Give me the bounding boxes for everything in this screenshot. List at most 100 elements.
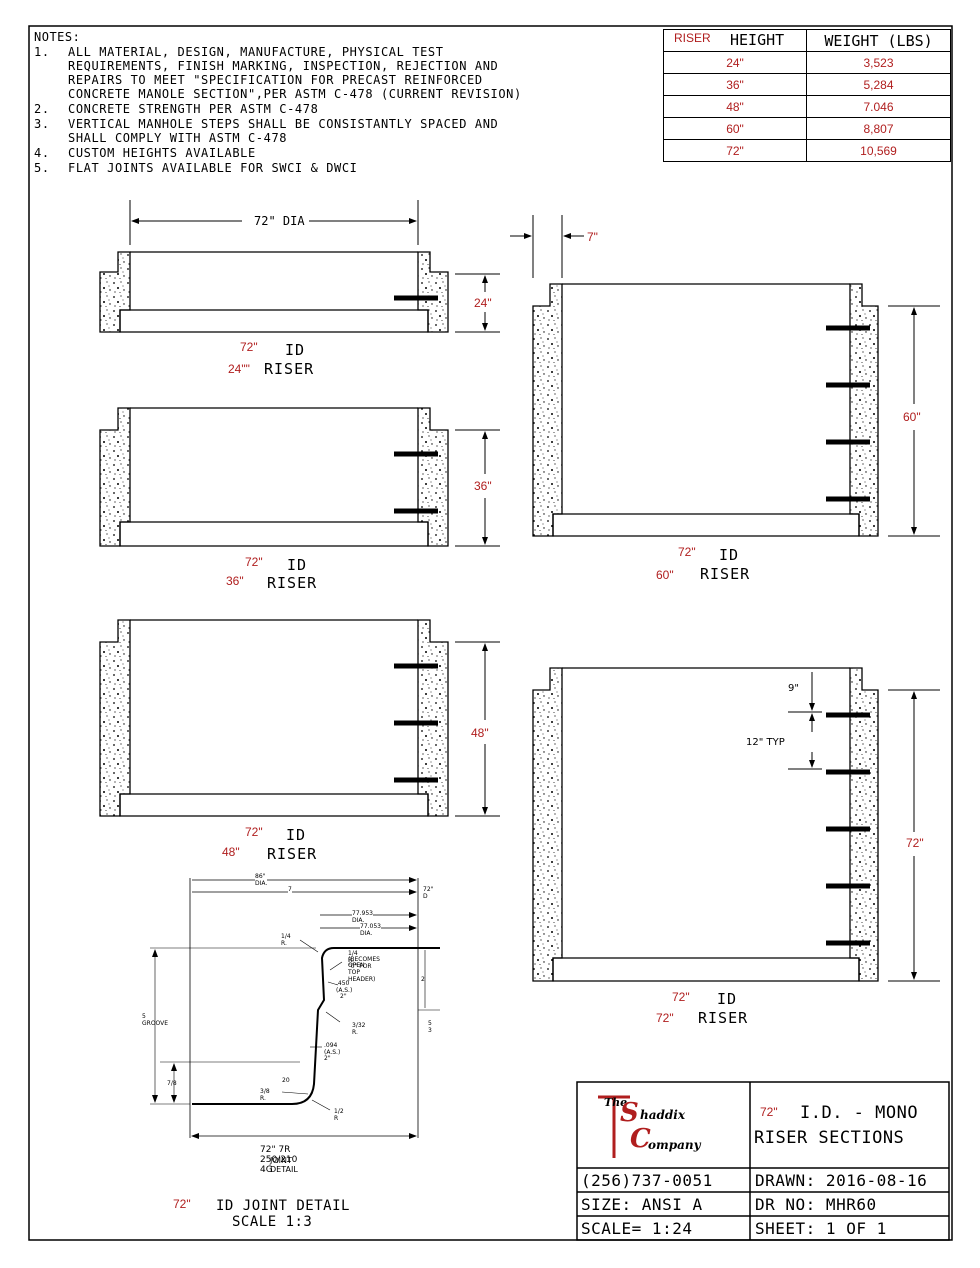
note-3-number: 3. (34, 117, 50, 131)
note-4-line-1: CUSTOM HEIGHTS AVAILABLE (68, 146, 256, 160)
note-2-line-1: CONCRETE STRENGTH PER ASTM C-478 (68, 102, 319, 116)
riser-48-riser-label: RISER (267, 845, 318, 863)
table-header-height: HEIGHT (730, 31, 785, 49)
riser-36-id-label: ID (287, 556, 308, 574)
riser-36-height-dim: 36" (474, 479, 492, 493)
note-5-number: 5. (34, 161, 50, 175)
note-1-line-3: REPAIRS TO MEET "SPECIFICATION FOR PRECA… (68, 73, 483, 87)
riser-24-id-label: ID (285, 341, 306, 359)
riser-24-red-riser: 24"" (228, 362, 250, 376)
drawn-date: DRAWN: 2016-08-16 (755, 1171, 928, 1190)
joint-caption-1: 72" 7R 250/210 4G (260, 1145, 298, 1175)
dim-20: 20 (282, 1077, 290, 1084)
dia-dimension-label: 72" DIA (250, 214, 309, 228)
riser-60-riser-label: RISER (700, 565, 751, 583)
riser-36-riser-label: RISER (267, 574, 318, 592)
notes-heading: NOTES: (34, 30, 81, 44)
riser-72-id-label: ID (717, 990, 738, 1008)
table-cell-weight: 7.046 (806, 95, 951, 118)
note-5-line-1: FLAT JOINTS AVAILABLE FOR SWCI & DWCI (68, 161, 358, 175)
riser-24-riser-label: RISER (264, 360, 315, 378)
riser-60-red-id: 72" (678, 545, 696, 559)
table-header-weight-cell: WEIGHT (LBS) (806, 29, 951, 52)
title-line-2: RISER SECTIONS (754, 1128, 905, 1148)
table-row: 48" 7.046 (663, 95, 951, 118)
riser-72-section (532, 667, 940, 982)
note-4-number: 4. (34, 146, 50, 160)
company-logo-mark (598, 1095, 630, 1158)
riser-60-section (510, 215, 940, 537)
riser-24-height-dim: 24" (474, 296, 492, 310)
riser-48-section (99, 619, 500, 817)
phone-number: (256)737-0051 (581, 1171, 713, 1190)
logo-the: The (604, 1096, 628, 1109)
note-1-line-1: ALL MATERIAL, DESIGN, MANUFACTURE, PHYSI… (68, 45, 444, 59)
table-cell-weight: 10,569 (806, 139, 951, 162)
riser-24-section (99, 200, 500, 333)
note-1-line-2: REQUIREMENTS, FINISH MARKING, INSPECTION… (68, 59, 499, 73)
dim-2-a: 2" (340, 993, 347, 1000)
note-3-line-2: SHALL COMPLY WITH ASTM C-478 (68, 131, 288, 145)
logo-ompany: ompany (648, 1138, 701, 1152)
dim-5-3: 5 3 (428, 1020, 432, 1034)
dim-450: .450 (A.S.) (336, 980, 353, 994)
title-red-size: 72" (760, 1105, 778, 1119)
dim-094: .094 (A.S.) (324, 1042, 341, 1056)
table-cell-weight: 5,284 (806, 73, 951, 96)
riser-72-riser-label: RISER (698, 1009, 749, 1027)
dim-2-c: 2 (421, 976, 425, 983)
riser-48-height-dim: 48" (471, 726, 489, 740)
riser-72-red-id: 72" (672, 990, 690, 1004)
table-cell-height: 24" (663, 51, 807, 74)
sheet-border (28, 25, 953, 1241)
riser-60-red-riser: 60" (656, 568, 674, 582)
paper-size: SIZE: ANSI A (581, 1195, 703, 1214)
company-logo: The S haddix C ompany (590, 1090, 740, 1162)
riser-48-red-id: 72" (245, 825, 263, 839)
table-header-weight: WEIGHT (LBS) (824, 31, 933, 50)
title-block-frame (576, 1081, 950, 1241)
table-cell-height: 60" (663, 117, 807, 140)
table-cell-weight: 3,523 (806, 51, 951, 74)
table-cell-height: 36" (663, 73, 807, 96)
table-row: 24" 3,523 (663, 51, 951, 74)
radius-38-label: 3/8 R. (260, 1088, 270, 1102)
logo-haddix: haddix (640, 1108, 685, 1122)
groove-label: 5 GROOVE (142, 1013, 169, 1027)
note-1-line-4: CONCRETE MANOLE SECTION",PER ASTM C-478 … (68, 87, 522, 101)
riser-48-red-riser: 48" (222, 845, 240, 859)
wall-dimension-label: 7" (587, 230, 598, 244)
riser-60-id-label: ID (719, 546, 740, 564)
joint-caption-2: JOINT DETAIL (270, 1156, 298, 1174)
drawing-scale: SCALE= 1:24 (581, 1219, 693, 1238)
radius-quarter-note-1: 1/4 R. (348, 950, 358, 964)
table-row: 60" 8,807 (663, 117, 951, 140)
dim-72-d: 72" D (423, 886, 434, 900)
table-cell-height: 48" (663, 95, 807, 118)
note-1-number: 1. (34, 45, 50, 59)
table-row: 72" 10,569 (663, 139, 951, 162)
table-header-height-cell: RISER HEIGHT (663, 29, 807, 52)
sheet-number: SHEET: 1 OF 1 (755, 1219, 887, 1238)
riser-weight-table: RISER HEIGHT WEIGHT (LBS) 24" 3,523 36" … (663, 29, 951, 162)
riser-48-id-label: ID (286, 826, 307, 844)
joint-detail-drawing (150, 877, 440, 1139)
logo-c: C (630, 1124, 651, 1154)
radius-332-label: 3/32 R. (352, 1022, 366, 1036)
table-cell-weight: 8,807 (806, 117, 951, 140)
dim-86-dia: 86" DIA. (255, 873, 268, 887)
radius-12-label: 1/2 R (334, 1108, 344, 1122)
joint-detail-title: ID JOINT DETAIL (216, 1198, 350, 1214)
logo-s: S (620, 1098, 639, 1128)
riser-36-red-id: 72" (245, 555, 263, 569)
dim-77053-dia: 77.053 DIA. (360, 923, 381, 937)
note-2-number: 2. (34, 102, 50, 116)
dim-2-b: 2" (324, 1055, 331, 1062)
joint-red-id: 72" (173, 1197, 191, 1211)
radius-quarter-note-3: OPEN TOP HEADER) (348, 962, 376, 983)
riser-72-red-riser: 72" (656, 1011, 674, 1025)
riser-60-height-dim: 60" (903, 410, 921, 424)
table-header-riser: RISER (674, 31, 711, 45)
